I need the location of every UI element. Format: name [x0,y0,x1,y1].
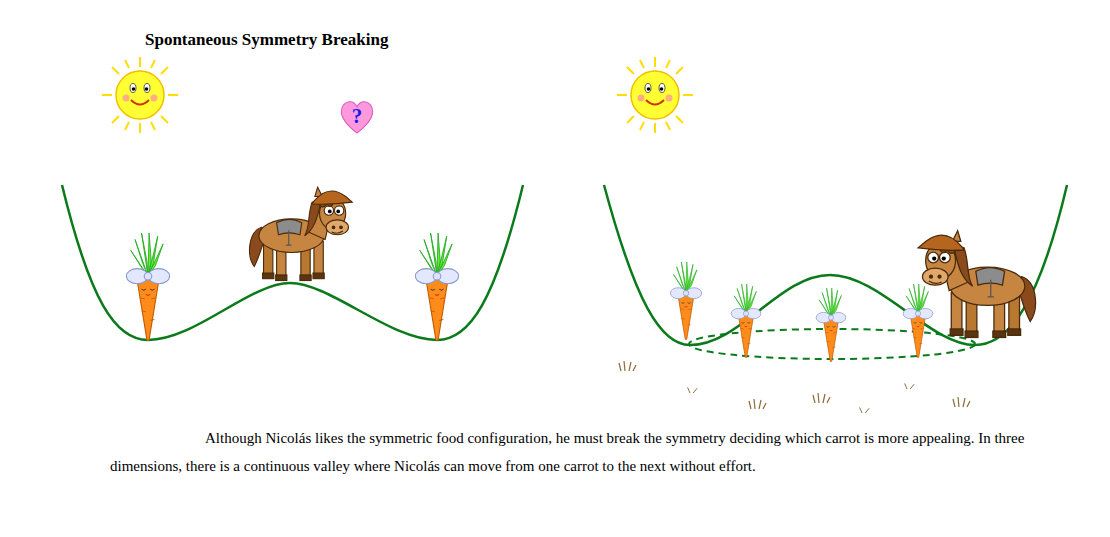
heart-bubble: ? [340,100,374,136]
grass-tufts [619,361,970,413]
node-text: ? [352,106,363,130]
horse [250,187,353,280]
carrot [816,288,846,362]
carrot [126,233,169,340]
double-well-curve [62,185,523,340]
carrot [415,233,458,340]
carrot [903,284,933,358]
carrot [731,284,761,358]
heading: Spontaneous Symmetry Breaking [145,30,388,50]
carrot [670,262,701,340]
sun [617,57,693,133]
caption: Although Nicolás likes the symmetric foo… [110,424,1055,480]
sun [102,57,178,133]
horse [918,231,1035,338]
